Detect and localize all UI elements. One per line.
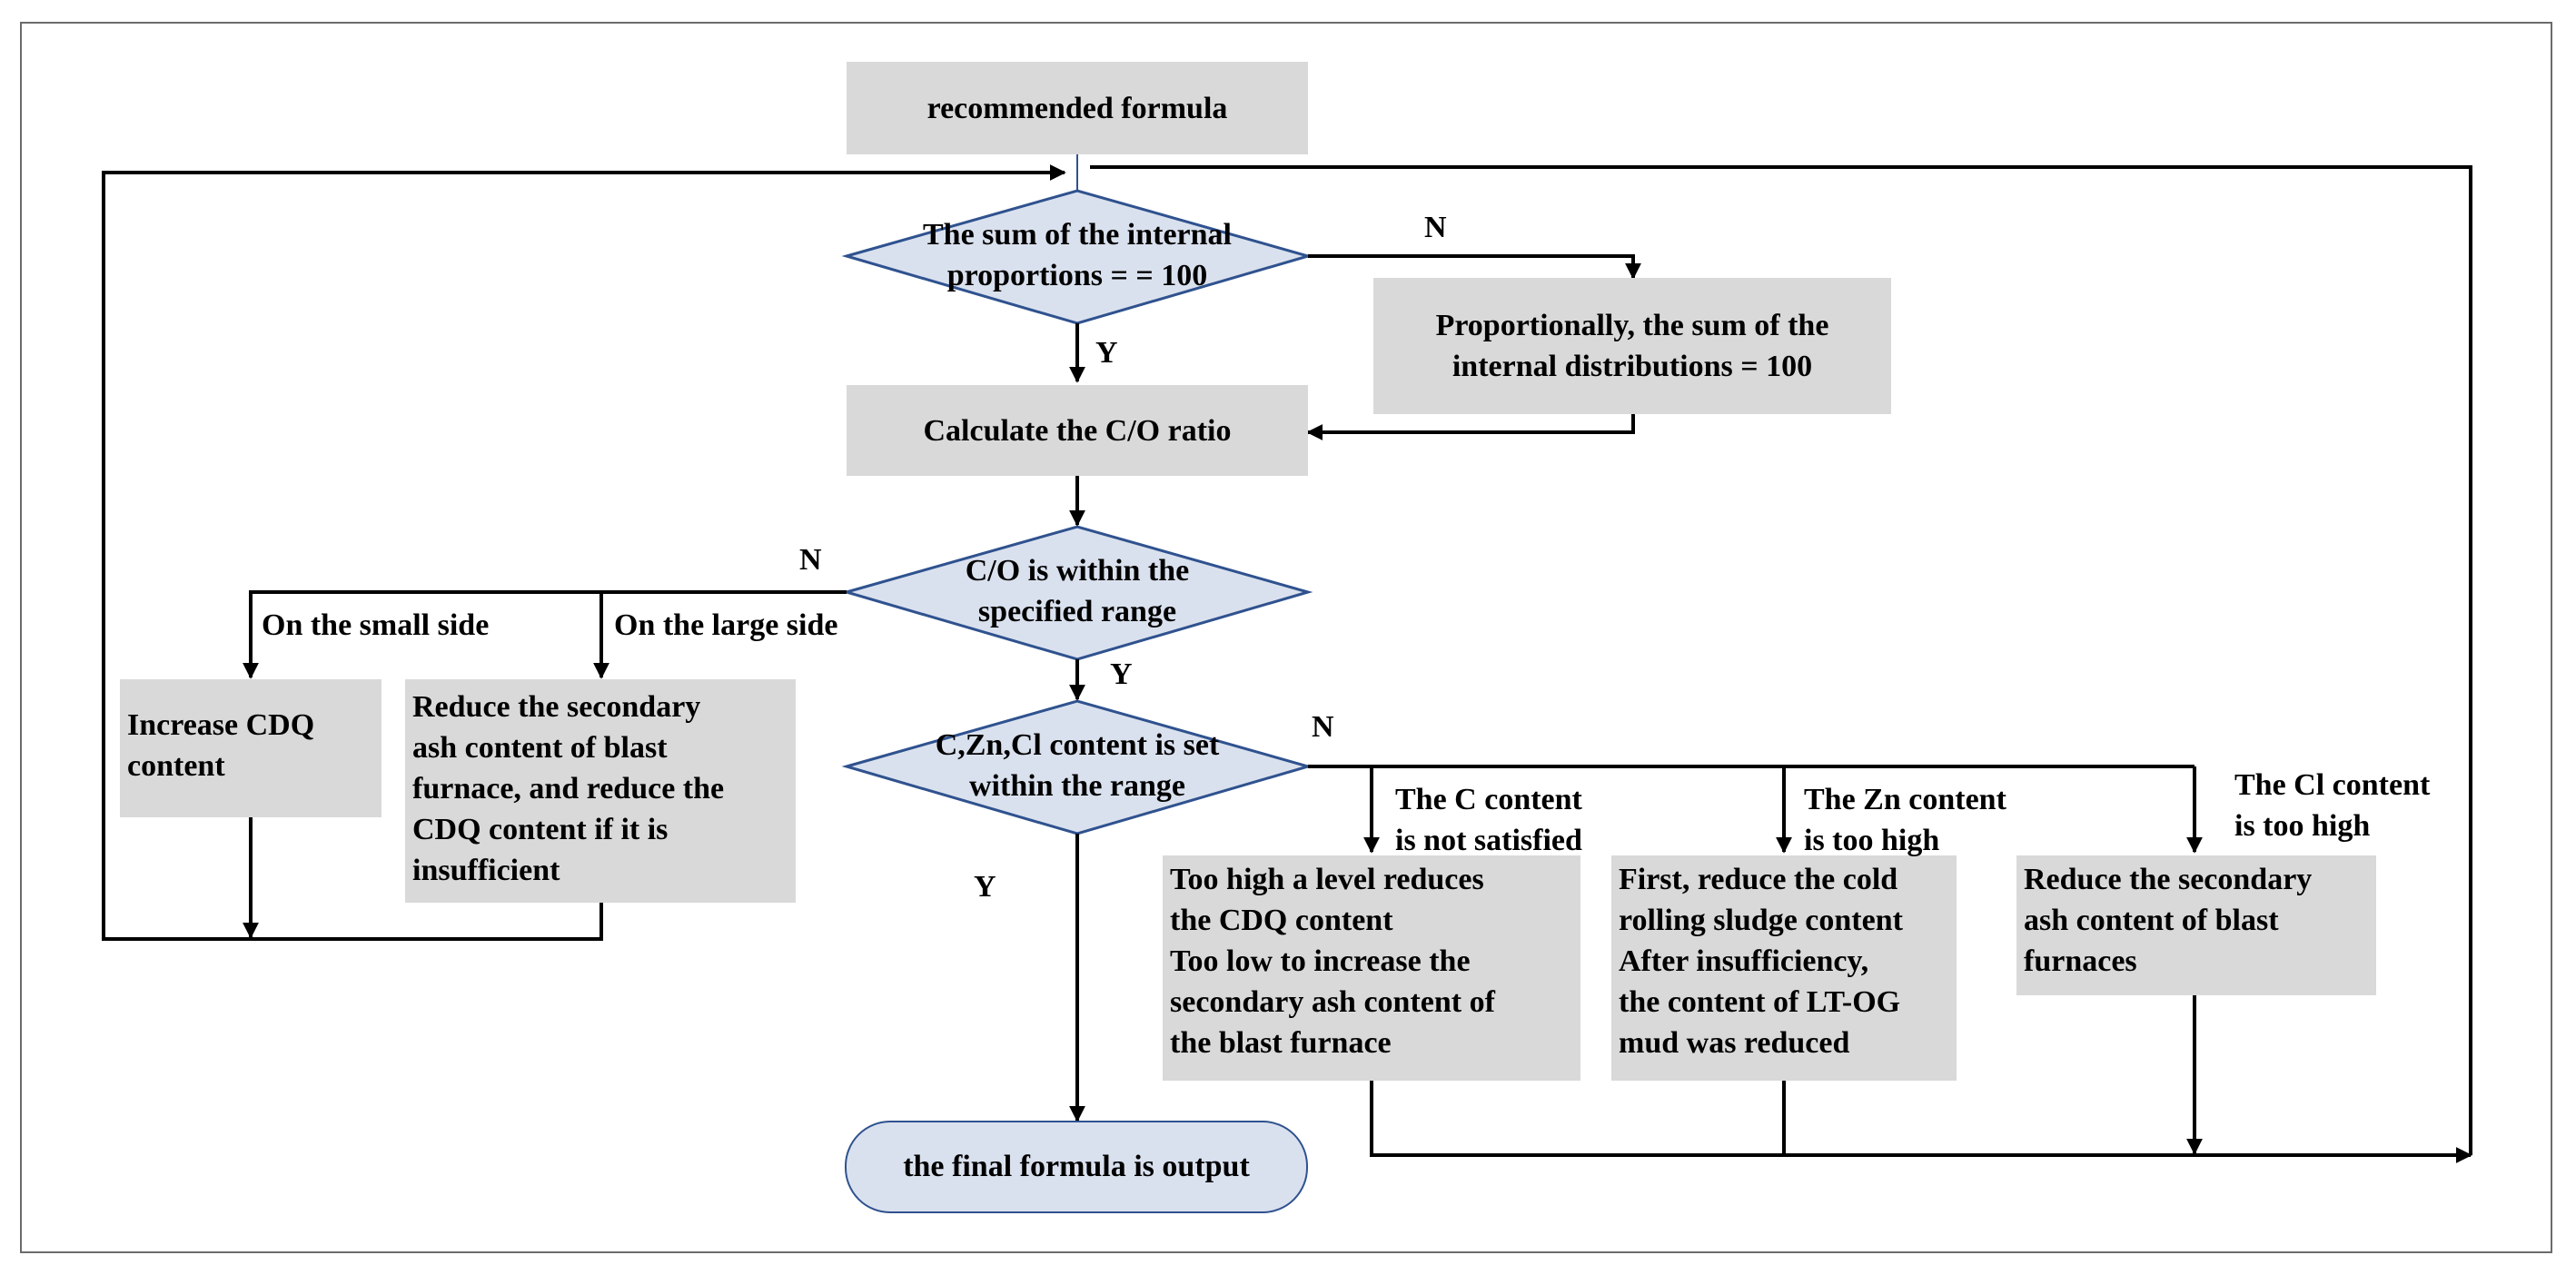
- decision-czncl-label: C,Zn,Cl content is set within the range: [935, 728, 1220, 803]
- calc-co-box: Calculate the C/O ratio: [847, 385, 1308, 476]
- end-terminal: the final formula is output: [845, 1121, 1308, 1213]
- c-condition-label: The C content is not satisfied: [1395, 783, 1582, 857]
- sum-no-label: N: [1424, 211, 1447, 244]
- sum-yes-label: Y: [1095, 336, 1118, 370]
- start-box: recommended formula: [847, 62, 1308, 154]
- decision-co-diamond: [841, 525, 1313, 661]
- zn-adjust-box: First, reduce the cold rolling sludge co…: [1611, 855, 1957, 1081]
- cl-condition-label: The Cl content is too high: [2234, 768, 2431, 843]
- connector-normalize-to-calc: [1306, 414, 1635, 440]
- diagram-frame: [20, 22, 2552, 1253]
- connector-sum-no: [1308, 254, 1641, 280]
- small-side-label: On the small side: [262, 608, 490, 642]
- reduce-ash-cdq-box: Reduce the secondary ash content of blas…: [405, 679, 796, 903]
- connector-right-loop: [1090, 165, 2472, 1155]
- increase-cdq-box: Increase CDQ content: [120, 679, 381, 817]
- c-adjust-box: Too high a level reduces the CDQ content…: [1163, 855, 1580, 1081]
- large-side-label: On the large side: [614, 608, 838, 642]
- zn-condition-label: The Zn content is too high: [1804, 783, 2006, 857]
- connector-co-no: [243, 590, 847, 679]
- co-yes-label: Y: [1110, 657, 1133, 691]
- decision-sum-label: The sum of the internal proportions = = …: [923, 218, 1232, 292]
- normalize-box: Proportionally, the sum of the internal …: [1373, 278, 1891, 414]
- cl-adjust-box: Reduce the secondary ash content of blas…: [2016, 855, 2376, 995]
- czncl-yes-label: Y: [974, 870, 996, 904]
- connector-c-bottom: [1370, 1081, 2472, 1163]
- decision-co-label: C/O is within the specified range: [965, 554, 1190, 628]
- co-no-label: N: [799, 543, 822, 577]
- connector-left-loop: [102, 164, 1066, 941]
- czncl-no-label: N: [1312, 710, 1334, 744]
